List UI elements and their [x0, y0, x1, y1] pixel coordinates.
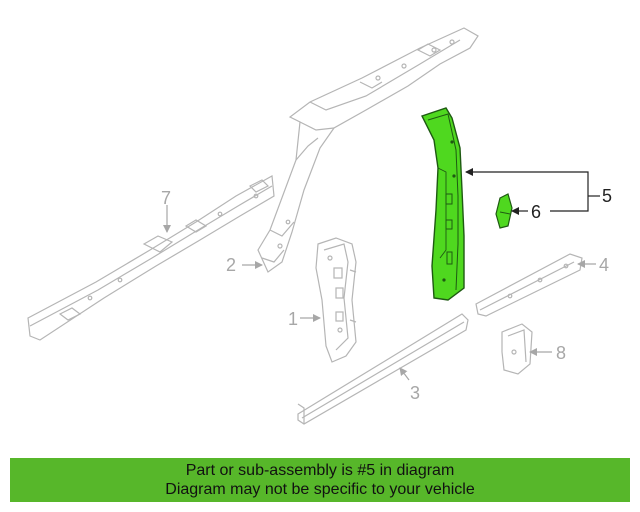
- callout-4: 4: [599, 255, 610, 275]
- banner-line-disclaimer: Diagram may not be specific to your vehi…: [165, 481, 475, 498]
- callout-8: 8: [556, 343, 567, 363]
- callout-5: 5: [602, 186, 613, 206]
- callout-6: 6: [531, 202, 542, 222]
- fitment-notice-banner: Part or sub-assembly is #5 in diagram Di…: [10, 458, 630, 502]
- leader-lines: [163, 168, 600, 381]
- part-8-bracket: [501, 323, 533, 375]
- part-4-floor-side-member: [475, 253, 583, 317]
- part-2-roof-side-rail-and-a-pillar: [257, 27, 479, 273]
- callout-1: 1: [288, 309, 299, 329]
- callout-2: 2: [226, 255, 237, 275]
- callout-7: 7: [161, 188, 172, 208]
- part-7-roof-side-inner-rail: [27, 175, 275, 341]
- banner-line-part-number: Part or sub-assembly is #5 in diagram: [185, 462, 455, 479]
- part-6-small-bracket: [495, 193, 513, 229]
- part-5-b-pillar-highlighted: [421, 107, 465, 301]
- part-3-rocker-panel: [297, 313, 469, 425]
- parts-diagram: [27, 27, 600, 425]
- callout-3: 3: [410, 383, 421, 403]
- part-1-pillar-reinforcement: [315, 237, 357, 363]
